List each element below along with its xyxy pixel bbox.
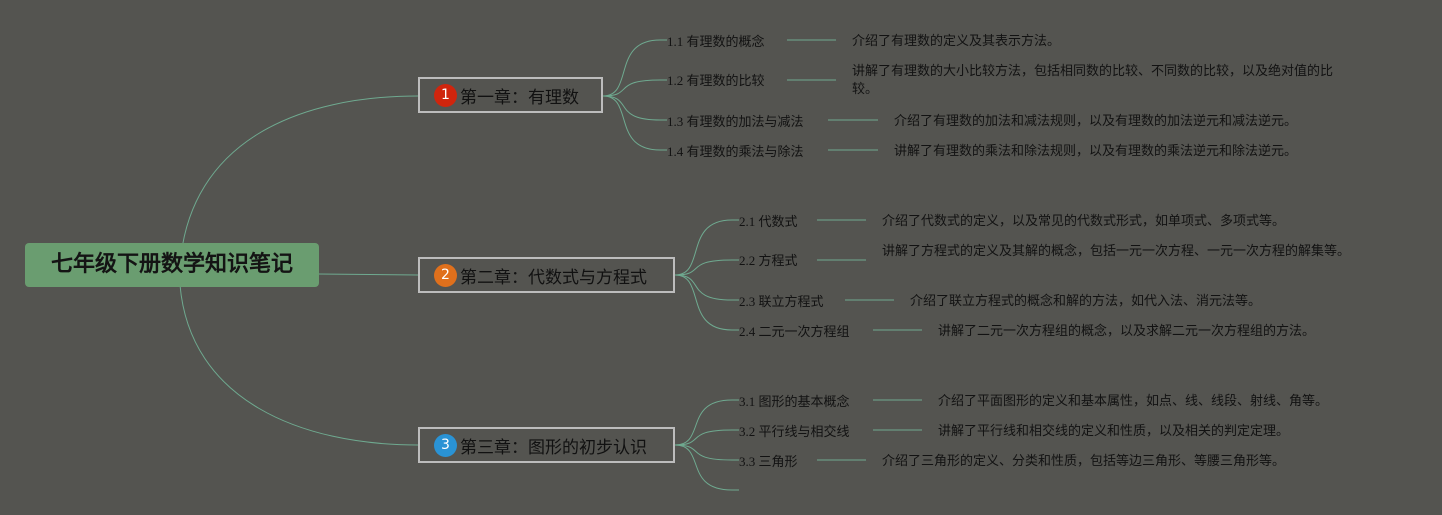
chapter-label: 第三章：图形的初步认识 bbox=[460, 437, 647, 458]
topic-1-2[interactable]: 1.2 有理数的比较 bbox=[667, 73, 765, 88]
link-ch3-topic-3 bbox=[674, 444, 739, 461]
topic-desc-1-3: 介绍了有理数的加法和减法规则，以及有理数的加法逆元和减法逆元。 bbox=[894, 114, 1298, 129]
chapter-node-3[interactable]: 3 第三章：图形的初步认识 bbox=[418, 427, 675, 463]
link-ch3-topic-4 bbox=[674, 444, 739, 491]
topic-2-3[interactable]: 2.3 联立方程式 bbox=[739, 294, 824, 309]
topic-desc-1-2: 讲解了有理数的大小比较方法，包括相同数的比较、不同数的比较，以及绝对值的比较。 bbox=[852, 64, 1334, 97]
chapter-number-badge: 1 bbox=[434, 83, 457, 107]
topic-2-2[interactable]: 2.2 方程式 bbox=[739, 253, 798, 268]
link-ch1-topic-1 bbox=[602, 39, 667, 97]
topic-2-4[interactable]: 2.4 二元一次方程组 bbox=[739, 324, 850, 339]
link-ch2-topic-1 bbox=[674, 219, 739, 276]
link-root-ch2 bbox=[317, 273, 419, 276]
link-root-ch3 bbox=[179, 284, 419, 446]
link-root-ch1 bbox=[179, 95, 419, 266]
topic-desc-3-3: 介绍了三角形的定义、分类和性质，包括等边三角形、等腰三角形等。 bbox=[882, 454, 1286, 469]
topic-1-1[interactable]: 1.1 有理数的概念 bbox=[667, 34, 765, 49]
topic-desc-3-1: 介绍了平面图形的定义和基本属性，如点、线、线段、射线、角等。 bbox=[938, 394, 1329, 409]
link-ch2-topic-2 bbox=[674, 259, 739, 276]
topic-desc-2-4: 讲解了二元一次方程组的概念，以及求解二元一次方程组的方法。 bbox=[938, 324, 1316, 339]
topic-1-4[interactable]: 1.4 有理数的乘法与除法 bbox=[667, 144, 804, 159]
root-node[interactable]: 七年级下册数学知识笔记 bbox=[25, 243, 319, 287]
topic-1-3[interactable]: 1.3 有理数的加法与减法 bbox=[667, 114, 804, 129]
topic-3-3[interactable]: 3.3 三角形 bbox=[739, 454, 798, 469]
chapter-number-badge: 3 bbox=[434, 433, 457, 457]
chapter-label: 第一章：有理数 bbox=[460, 87, 579, 108]
link-ch1-topic-3 bbox=[602, 95, 667, 121]
link-ch1-topic-4 bbox=[602, 95, 667, 151]
topic-2-1[interactable]: 2.1 代数式 bbox=[739, 214, 798, 229]
topic-desc-1-1: 介绍了有理数的定义及其表示方法。 bbox=[852, 34, 1061, 49]
link-ch3-topic-2 bbox=[674, 429, 739, 446]
link-ch3-topic-1 bbox=[674, 399, 739, 446]
topic-desc-1-4: 讲解了有理数的乘法和除法规则，以及有理数的乘法逆元和除法逆元。 bbox=[894, 144, 1298, 159]
link-ch1-topic-2 bbox=[602, 79, 667, 97]
link-ch2-topic-4 bbox=[674, 274, 739, 331]
chapter-number-badge: 2 bbox=[434, 263, 457, 287]
topic-desc-3-2: 讲解了平行线和相交线的定义和性质，以及相关的判定定理。 bbox=[938, 424, 1290, 439]
chapter-label: 第二章：代数式与方程式 bbox=[460, 267, 647, 288]
topic-desc-2-3: 介绍了联立方程式的概念和解的方法，如代入法、消元法等。 bbox=[910, 294, 1262, 309]
topic-desc-2-1: 介绍了代数式的定义，以及常见的代数式形式，如单项式、多项式等。 bbox=[882, 214, 1286, 229]
topic-3-2[interactable]: 3.2 平行线与相交线 bbox=[739, 424, 850, 439]
chapter-node-1[interactable]: 1 第一章：有理数 bbox=[418, 77, 603, 113]
chapter-node-2[interactable]: 2 第二章：代数式与方程式 bbox=[418, 257, 675, 293]
topic-3-1[interactable]: 3.1 图形的基本概念 bbox=[739, 394, 850, 409]
link-ch2-topic-3 bbox=[674, 274, 739, 301]
topic-desc-2-2: 讲解了方程式的定义及其解的概念，包括一元一次方程、一元一次方程的解集等。 bbox=[882, 244, 1351, 259]
